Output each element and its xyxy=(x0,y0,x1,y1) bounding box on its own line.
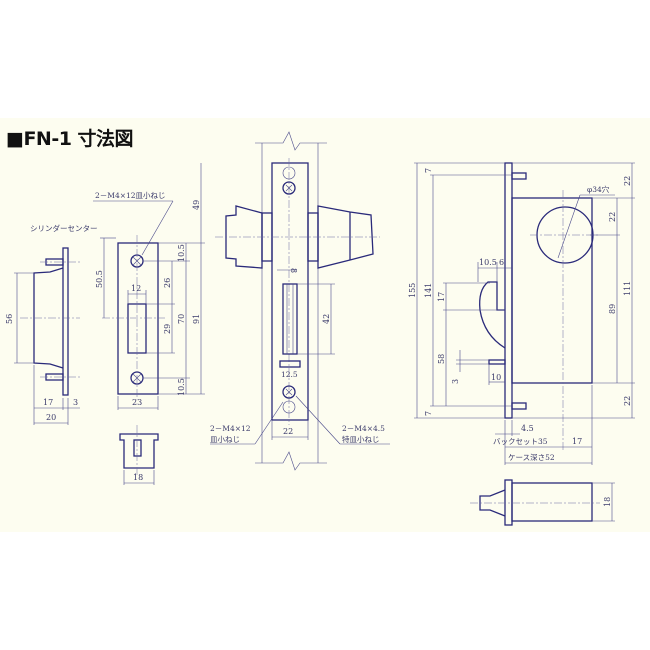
page-title: ■FN-1 寸法図 xyxy=(6,128,134,150)
dim-17-latch: 17 xyxy=(437,292,446,302)
dim-7-top: 7 xyxy=(424,168,433,173)
screw-right-line1: 2－M4×4.5 xyxy=(342,424,385,433)
dim-42: 42 xyxy=(322,314,331,324)
strike-screw-label: 2－M4×12皿小ねじ xyxy=(95,191,166,200)
lock-side-view: φ34穴 155 141 7 7 17 58 3 10 10.5 6 xyxy=(408,162,635,526)
screw-left-line1: 2－M4×12 xyxy=(210,424,251,433)
lock-front-view: 8 42 12.5 22 2－M4×12 皿小ねじ 2－M4×4.5 特皿小ねじ xyxy=(210,131,390,471)
dim-58: 58 xyxy=(437,354,446,364)
dim-10-5: 10.5 xyxy=(479,258,497,267)
dim-6: 6 xyxy=(499,258,504,267)
dim-26: 26 xyxy=(163,278,172,288)
dim-10-5-bottom: 10.5 xyxy=(177,378,186,396)
dim-56: 56 xyxy=(5,314,14,324)
dim-22-bottom: 22 xyxy=(623,396,632,406)
dim-12-5: 12.5 xyxy=(281,370,298,379)
dim-22: 22 xyxy=(283,427,293,436)
screw-left-line2: 皿小ねじ xyxy=(210,435,240,444)
dim-3: 3 xyxy=(451,379,460,384)
dim-23: 23 xyxy=(132,398,142,407)
screw-icon xyxy=(282,385,296,399)
dim-29: 29 xyxy=(163,324,172,334)
dim-111: 111 xyxy=(623,281,632,296)
screw-icon xyxy=(282,181,296,195)
strike-front-view: 2－M4×12皿小ねじ 50.5 12 10.5 26 29 70 10.5 9… xyxy=(93,163,205,485)
dim-12: 12 xyxy=(131,284,141,293)
dim-20: 20 xyxy=(46,413,56,422)
dim-50-5: 50.5 xyxy=(95,270,104,288)
dim-17-bottom: 17 xyxy=(572,437,582,446)
dim-22-top: 22 xyxy=(623,176,632,186)
dim-17: 17 xyxy=(43,398,53,407)
dim-3: 3 xyxy=(73,398,78,407)
dim-141: 141 xyxy=(424,283,433,298)
dim-cyl-18: 18 xyxy=(603,497,612,507)
hole-label: φ34穴 xyxy=(587,184,610,194)
cylinder-center-label: シリンダーセンター xyxy=(30,223,98,233)
dim-4-5: 4.5 xyxy=(521,424,534,433)
dim-10-5-top: 10.5 xyxy=(177,244,186,262)
dim-22-hole: 22 xyxy=(608,212,617,222)
dim-10: 10 xyxy=(491,373,501,382)
dim-70: 70 xyxy=(177,314,186,324)
dim-49: 49 xyxy=(192,200,201,210)
case-depth-label: ケース深さ52 xyxy=(508,453,555,462)
screw-right-line2: 特皿小ねじ xyxy=(342,434,380,444)
dim-155: 155 xyxy=(408,283,417,298)
dim-8: 8 xyxy=(289,268,298,273)
backset-label: バックセット35 xyxy=(493,437,548,446)
dim-7-bottom: 7 xyxy=(424,411,433,416)
dim-91: 91 xyxy=(192,314,201,324)
dim-89: 89 xyxy=(608,304,617,314)
dim-cap-18: 18 xyxy=(133,473,143,482)
strike-side-view: 56 17 3 20 シリンダーセンター xyxy=(5,223,98,425)
